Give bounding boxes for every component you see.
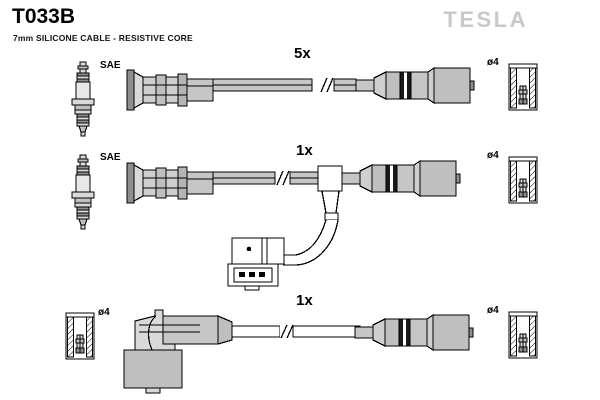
distributor-terminal-row-2: [341, 160, 461, 197]
socket-accessory-row-3-right: [508, 311, 538, 359]
cable-run-row-3: [231, 324, 361, 339]
socket-accessory-row-2: [508, 156, 538, 204]
three-pin-connector-plug: [227, 237, 285, 291]
quantity-label-row-1: 5x: [294, 45, 311, 62]
row-2-assembly: [71, 154, 538, 291]
cable-run-row-2-left: [212, 170, 319, 186]
distributor-terminal-row-3: [354, 314, 474, 351]
diameter-label-row-3-right: ø4: [487, 305, 499, 316]
socket-accessory-row-1: [508, 63, 538, 111]
row-1-assembly: [71, 61, 538, 137]
quantity-label-row-2: 1x: [296, 142, 313, 159]
sae-label-row-2: SAE: [100, 152, 121, 163]
branch-cable-row-2: [283, 219, 339, 266]
socket-accessory-row-3-left: [65, 312, 95, 360]
part-number: T033B: [12, 5, 76, 28]
spark-plug-icon-row-1: [71, 61, 95, 137]
sae-label-row-1: SAE: [100, 60, 121, 71]
diameter-label-row-3-left: ø4: [98, 307, 110, 318]
part-description: 7mm SILICONE CABLE - RESISTIVE CORE: [13, 33, 193, 43]
right-angle-coil-boot-row-3: [123, 309, 233, 394]
row-3-assembly: [65, 309, 538, 394]
spark-plug-boot-row-2: [126, 162, 214, 204]
quantity-label-row-3: 1x: [296, 292, 313, 309]
cable-t-junction-row-2: [317, 165, 343, 221]
brand-logo: TESLA: [443, 7, 528, 32]
diameter-label-row-1-right: ø4: [487, 57, 499, 68]
spark-plug-boot-row-1: [126, 69, 214, 111]
diameter-label-row-2-right: ø4: [487, 150, 499, 161]
spark-plug-icon-row-2: [71, 154, 95, 230]
cable-run-row-1: [212, 77, 357, 93]
distributor-terminal-row-1: [355, 67, 475, 104]
